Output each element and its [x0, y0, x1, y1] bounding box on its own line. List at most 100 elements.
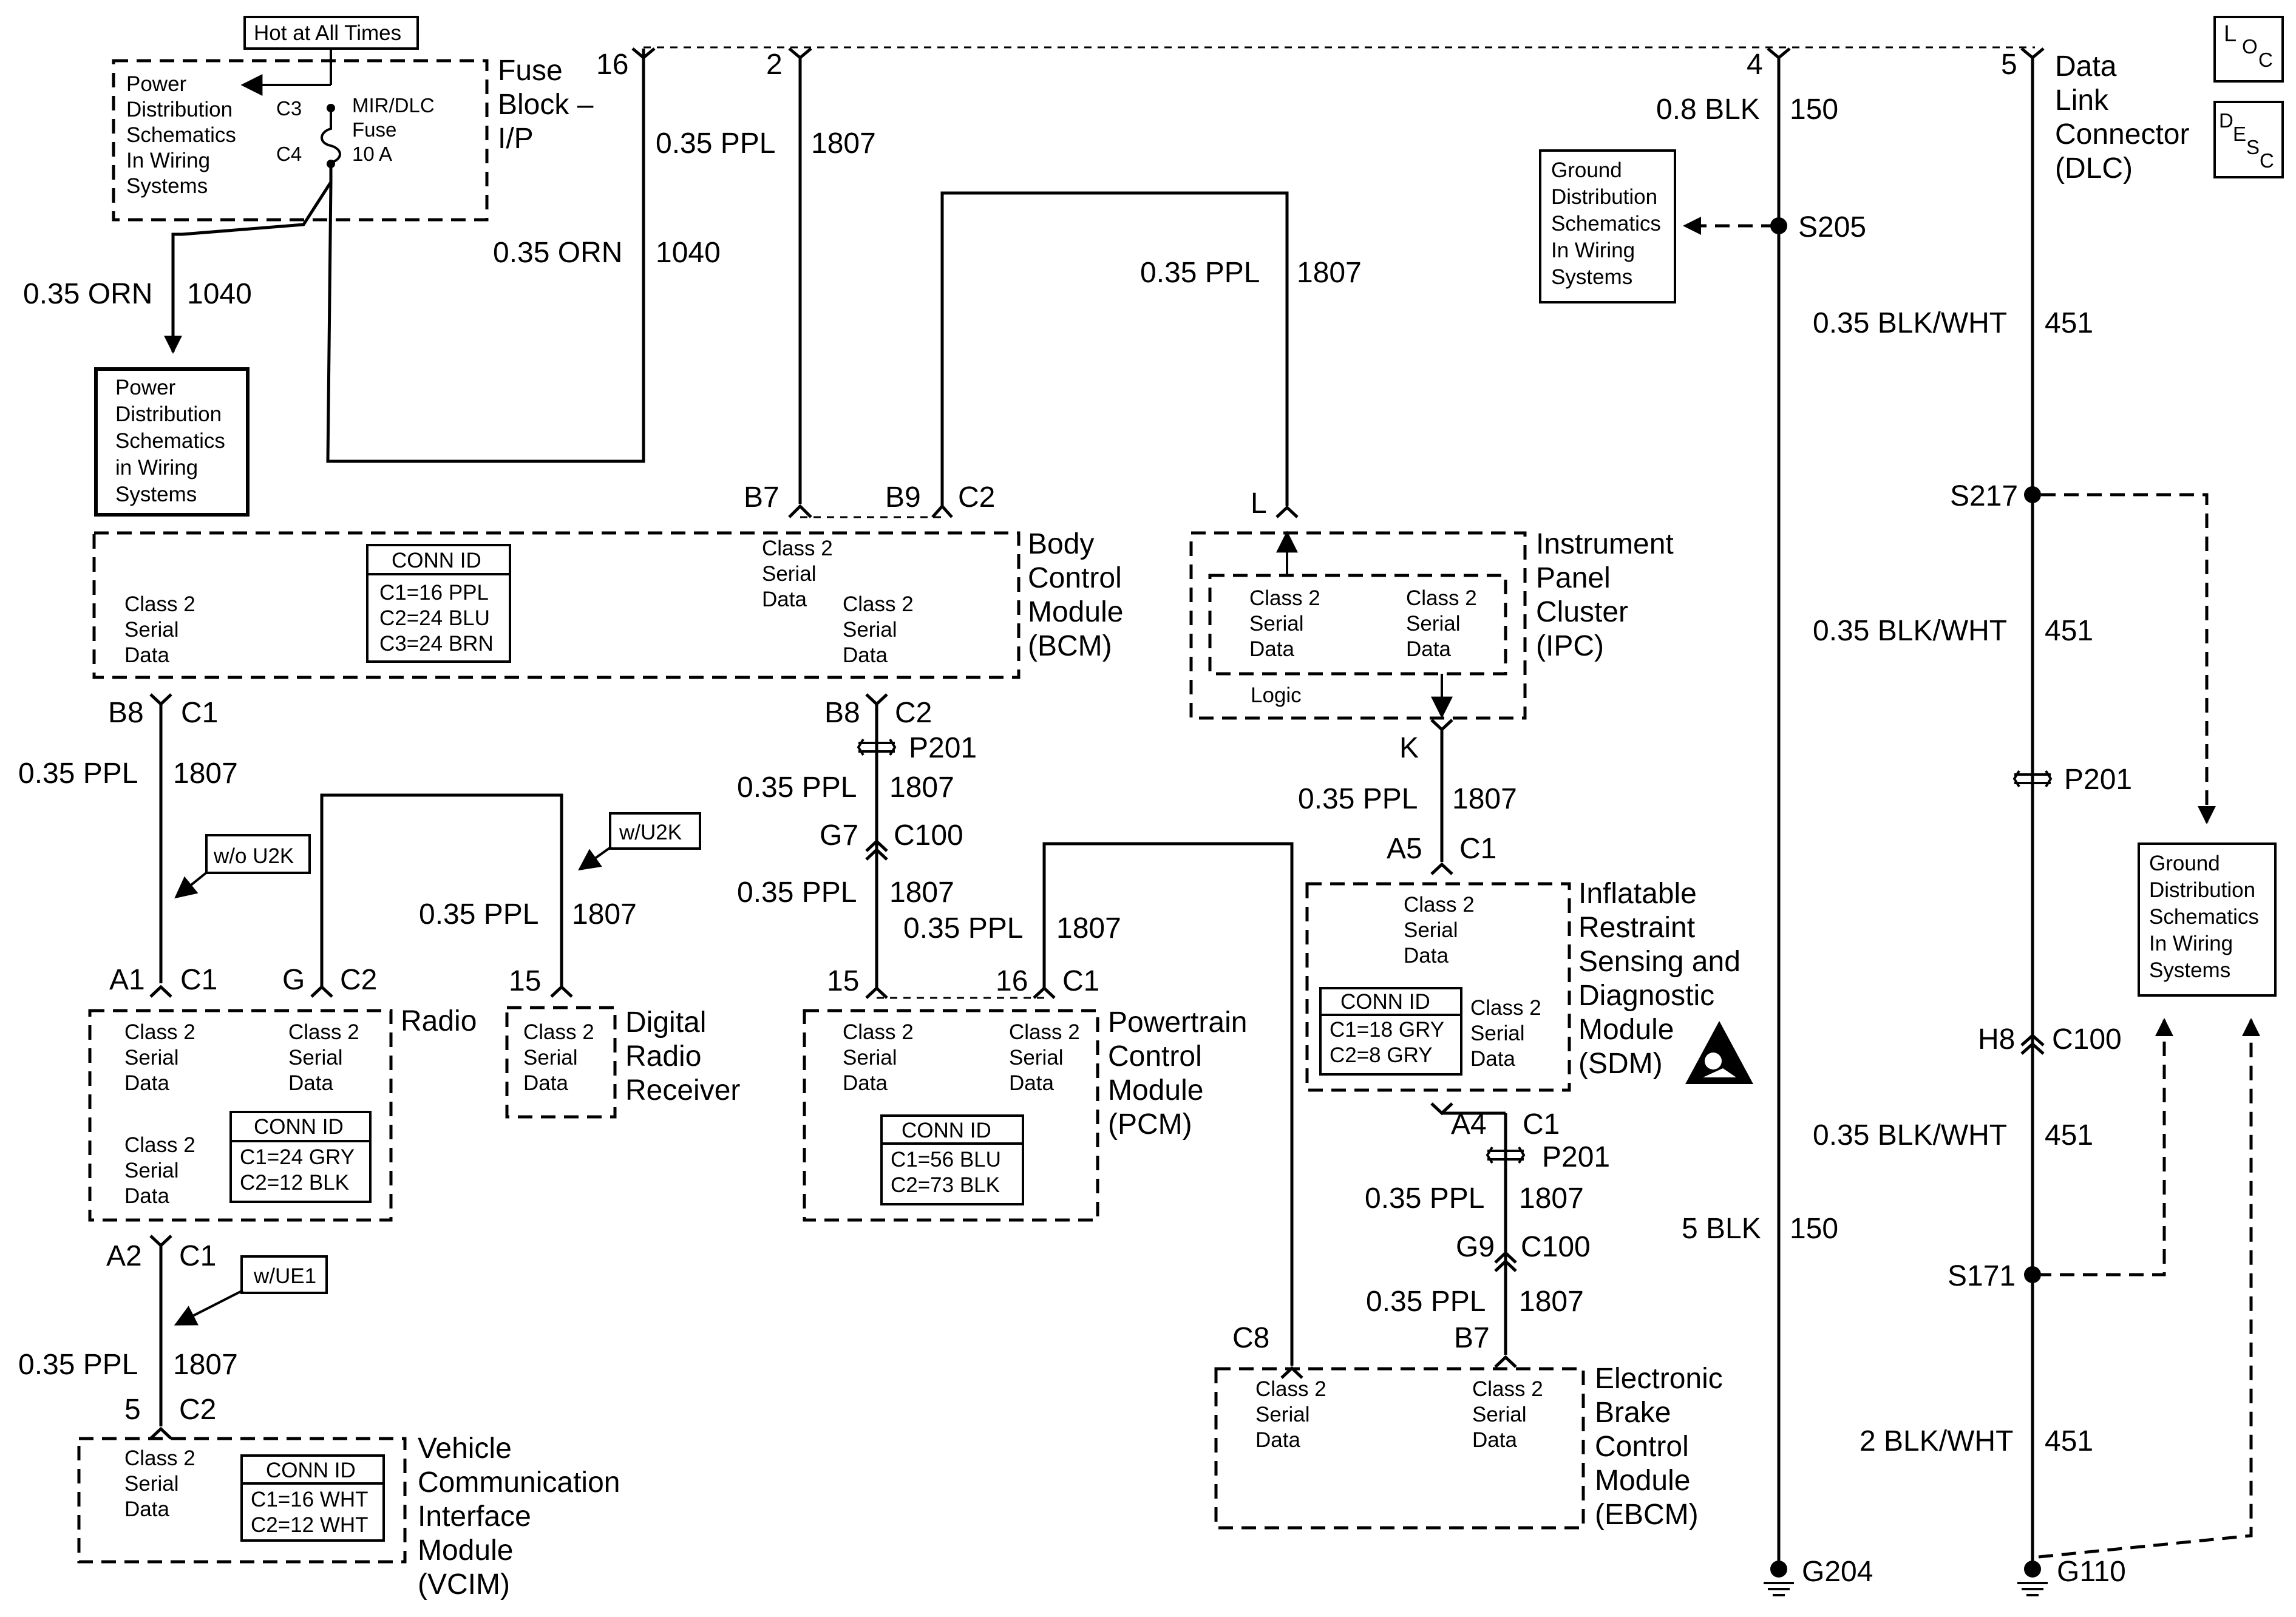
gds-box-s217: [2138, 842, 2277, 997]
svg-text:In Wiring: In Wiring: [126, 149, 210, 172]
ground-g110: G110: [2057, 1556, 2126, 1588]
svg-text:S: S: [2246, 136, 2260, 158]
sdm-class2-top: Class 2 Serial Data: [1404, 893, 1475, 968]
svg-text:Data: Data: [2055, 50, 2117, 83]
svg-text:(EBCM): (EBCM): [1595, 1499, 1699, 1531]
bcm-class2-top: Class 2 Serial Data: [762, 537, 833, 611]
svg-text:w/o U2K: w/o U2K: [213, 844, 294, 868]
svg-text:Communication: Communication: [418, 1466, 620, 1499]
wire-blkwht-gauge-2: 0.35 BLK/WHT: [1813, 615, 2007, 647]
svg-text:1807: 1807: [889, 876, 954, 909]
sdm-class2-right: Class 2 Serial Data: [1470, 996, 1541, 1071]
svg-text:Data: Data: [1472, 1428, 1517, 1452]
bcm-conn-c2: C2=24 BLU: [379, 606, 490, 630]
drr-outline: [505, 1006, 617, 1119]
ebcm-name: Electronic Brake Control Module (EBCM): [1595, 1363, 1723, 1531]
svg-text:0.35 PPL: 0.35 PPL: [18, 758, 138, 790]
bcm-class2-left: Class 2 Serial Data: [124, 592, 195, 667]
svg-text:1807: 1807: [173, 1349, 238, 1381]
vcim-conn-id-box: [240, 1454, 385, 1542]
svg-text:Class 2: Class 2: [1406, 586, 1477, 610]
gds-box-s205-text: Ground Distribution Schematics In Wiring…: [1551, 158, 1661, 289]
sdm-outline: [1305, 882, 1571, 1092]
svg-text:Serial: Serial: [1255, 1403, 1309, 1426]
bcm-conn-c3: C3=24 BRN: [379, 632, 494, 656]
svg-text:Systems: Systems: [1551, 265, 1632, 289]
wire-orn-circuit-left: 1040: [187, 278, 252, 310]
svg-text:Systems: Systems: [115, 483, 197, 506]
svg-text:Class 2: Class 2: [124, 1446, 195, 1470]
connector-h8: H8: [1978, 1023, 2015, 1056]
bcm-name: Body Control Module (BCM): [1028, 528, 1123, 662]
radio-outline: [88, 1009, 393, 1222]
ebcm-pin-c8: C8: [1232, 1322, 1269, 1354]
svg-text:Class 2: Class 2: [843, 592, 914, 616]
airbag-warning-icon: [1685, 1021, 1753, 1084]
wire-blk5-circuit: 150: [1790, 1213, 1838, 1245]
svg-text:Brake: Brake: [1595, 1397, 1671, 1429]
svg-text:(DLC): (DLC): [2055, 152, 2133, 185]
sdm-pin-g9: G9: [1456, 1231, 1495, 1263]
wire-blkwht-gauge-3: 0.35 BLK/WHT: [1813, 1119, 2007, 1151]
svg-text:(PCM): (PCM): [1108, 1108, 1192, 1141]
svg-text:Powertrain: Powertrain: [1108, 1006, 1247, 1039]
svg-text:Link: Link: [2055, 84, 2109, 117]
radio-pin-g: G: [282, 964, 305, 996]
wire-orn-gauge: 0.35 ORN: [493, 237, 622, 269]
svg-text:Receiver: Receiver: [625, 1074, 740, 1107]
ground-circuit-150: 0.8 BLK 150 Ground Distribution Schemati…: [1539, 58, 1873, 1596]
svg-text:I/P: I/P: [498, 123, 534, 155]
svg-text:Control: Control: [1595, 1431, 1689, 1463]
svg-text:Serial: Serial: [1406, 612, 1460, 636]
svg-text:1807: 1807: [889, 771, 954, 804]
svg-text:Class 2: Class 2: [843, 1020, 914, 1044]
svg-text:Data: Data: [124, 643, 169, 667]
svg-text:Data: Data: [762, 588, 807, 611]
svg-text:1807: 1807: [173, 758, 238, 790]
ebcm-module: Class 2 Serial Data Class 2 Serial Data …: [1214, 1363, 1723, 1531]
wire-blkwht-circuit-3: 451: [2045, 1119, 2093, 1151]
svg-text:0.35 PPL: 0.35 PPL: [903, 912, 1023, 944]
ebcm-class2-left: Class 2 Serial Data: [1255, 1377, 1326, 1452]
svg-text:C1: C1: [181, 697, 218, 729]
svg-text:Serial: Serial: [1249, 612, 1303, 636]
svg-text:Cluster: Cluster: [1536, 596, 1628, 628]
svg-text:B8: B8: [824, 697, 860, 729]
ipc-logic-label: Logic: [1251, 683, 1302, 707]
radio-class2-2: Class 2 Serial Data: [288, 1020, 359, 1095]
radio-pin-a2: A2: [106, 1240, 142, 1272]
svg-text:Electronic: Electronic: [1595, 1363, 1723, 1395]
wo-u2k-badge: [205, 834, 311, 874]
svg-text:1807: 1807: [1519, 1286, 1584, 1318]
bcm-pin-b7: B7: [744, 481, 779, 514]
vcim-class2: Class 2 Serial Data: [124, 1446, 195, 1521]
svg-text:1807: 1807: [1056, 912, 1121, 944]
connector-c100-ground: C100: [2052, 1023, 2122, 1056]
svg-text:Fuse: Fuse: [498, 55, 563, 87]
svg-text:Data: Data: [1470, 1047, 1515, 1071]
svg-text:0.35 PPL: 0.35 PPL: [1365, 1182, 1484, 1215]
sdm-module: Class 2 Serial Data CONN ID C1=18 GRY C2…: [1305, 878, 1753, 1092]
wire-orn-circuit: 1040: [656, 237, 721, 269]
svg-text:O: O: [2242, 35, 2258, 58]
svg-text:Class 2: Class 2: [1404, 893, 1475, 917]
svg-text:Serial: Serial: [1404, 918, 1458, 942]
svg-text:Restraint: Restraint: [1578, 912, 1695, 944]
svg-text:0.35 PPL: 0.35 PPL: [737, 771, 857, 804]
radio-conn-id-box: [229, 1111, 372, 1203]
svg-text:Class 2: Class 2: [1255, 1377, 1326, 1401]
svg-text:Class 2: Class 2: [288, 1020, 359, 1044]
svg-text:0.35 PPL: 0.35 PPL: [656, 127, 775, 160]
svg-text:0.35 PPL: 0.35 PPL: [737, 876, 857, 909]
svg-text:Module: Module: [1028, 596, 1123, 628]
loc-icon: L O C: [2213, 16, 2284, 83]
wire-blk08-gauge: 0.8 BLK: [1656, 93, 1760, 126]
svg-text:Class 2: Class 2: [124, 592, 195, 616]
svg-text:Digital: Digital: [625, 1006, 706, 1039]
bcm-pin-b9: B9: [885, 481, 921, 514]
drr-pin-15: 15: [509, 965, 541, 997]
svg-text:Class 2: Class 2: [124, 1020, 195, 1044]
svg-text:Schematics: Schematics: [2149, 905, 2259, 929]
connector-p201-ground-label: P201: [2064, 764, 2132, 796]
